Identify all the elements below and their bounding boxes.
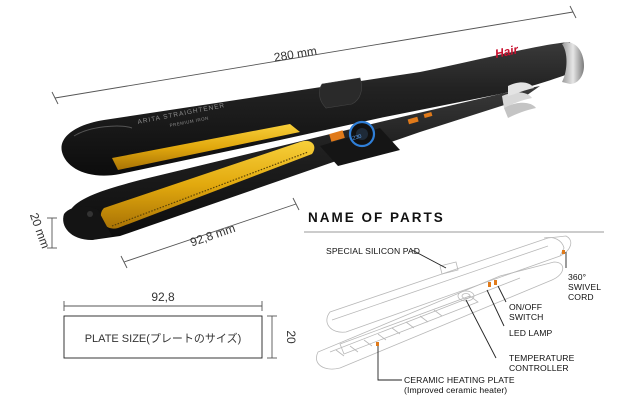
- lower-plate: [100, 140, 315, 229]
- label-ceramic-plate-1: CERAMIC HEATING PLATE: [404, 375, 515, 385]
- label-led-lamp: LED LAMP: [509, 328, 552, 338]
- label-temp-controller-2: CONTROLLER: [509, 363, 569, 373]
- plate-top-value: 92,8: [151, 290, 175, 304]
- plate-side-value: 20: [284, 330, 298, 344]
- parts-section: NAME OF PARTS SP: [304, 210, 604, 395]
- label-onoff-1: ON/OFF: [509, 302, 542, 312]
- width-label: 20 mm: [27, 211, 53, 250]
- label-silicon-pad: SPECIAL SILICON PAD: [326, 246, 420, 256]
- label-temp-controller-1: TEMPERATURE: [509, 353, 575, 363]
- top-button: [319, 77, 362, 109]
- temp-display: 230: [352, 134, 362, 142]
- label-onoff-2: SWITCH: [509, 312, 544, 322]
- plate-size-diagram: 92,8 PLATE SIZE(プレートのサイズ) 20: [63, 290, 298, 359]
- label-swivel-cord-2: SWIVEL: [568, 282, 601, 292]
- straightener-photo: [61, 42, 584, 240]
- parts-line-drawing: [316, 235, 572, 370]
- length-label: 280 mm: [273, 44, 318, 65]
- width-dimension: 20 mm: [27, 211, 57, 250]
- swivel-fins: [502, 82, 536, 118]
- brand-logo: Hair: [494, 42, 521, 61]
- label-ceramic-plate-2: (Improved ceramic heater): [404, 385, 507, 395]
- plate-box: [63, 315, 263, 359]
- label-swivel-cord-1: 360°: [568, 272, 586, 282]
- plate-size-label: PLATE SIZE(プレートのサイズ): [85, 331, 242, 345]
- length-dimension: 280 mm: [51, 5, 577, 105]
- parts-title: NAME OF PARTS: [308, 210, 445, 225]
- plate-length-label: 92,8 mm: [188, 221, 237, 249]
- label-swivel-cord-3: CORD: [568, 292, 594, 302]
- hinge-cap: [562, 42, 584, 84]
